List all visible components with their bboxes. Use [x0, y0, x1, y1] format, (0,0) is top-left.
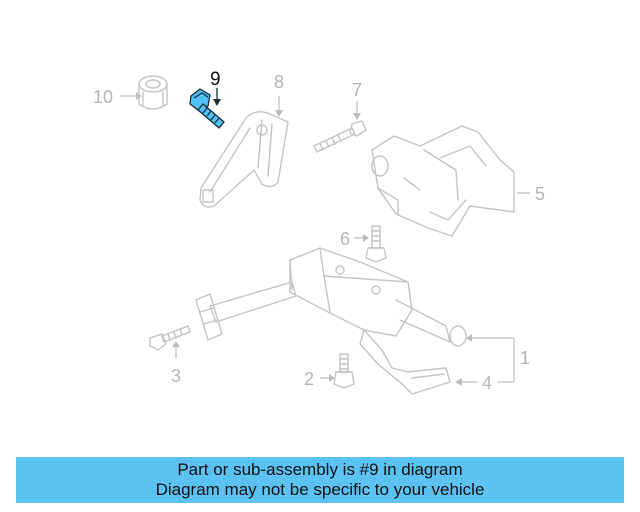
part-2-bolt — [333, 353, 355, 389]
part-10-grommet — [138, 75, 168, 110]
leader-4-arrow — [455, 378, 462, 386]
part-5-housing — [371, 125, 515, 237]
part-3-bolt — [149, 325, 191, 351]
callout-10: 10 — [93, 87, 113, 107]
part-6-bolt — [365, 225, 387, 263]
callout-1: 1 — [520, 348, 530, 368]
callout-4: 4 — [482, 373, 492, 393]
caption-banner: Part or sub-assembly is #9 in diagram Di… — [16, 457, 624, 503]
callout-9: 9 — [210, 69, 221, 90]
callout-3: 3 — [171, 366, 181, 386]
callout-8: 8 — [274, 72, 284, 92]
callout-2: 2 — [304, 369, 314, 389]
callout-5: 5 — [535, 184, 545, 204]
leader-1-arrow — [466, 334, 472, 342]
leader-9-arrow — [213, 99, 221, 106]
parts-diagram: 10 9 8 7 5 6 — [93, 69, 545, 395]
part-8-bracket — [199, 111, 289, 208]
leader-2-arrow — [329, 374, 335, 382]
leader-10-arrow — [136, 92, 142, 100]
callout-7: 7 — [352, 80, 362, 100]
callout-6: 6 — [340, 229, 350, 249]
part-7-bolt — [313, 120, 367, 153]
part-1-steering-column — [195, 247, 467, 395]
leader-7-arrow — [353, 113, 361, 120]
part-9-bolt — [189, 88, 225, 129]
caption-line-1: Part or sub-assembly is #9 in diagram — [177, 460, 463, 479]
leader-3-arrow — [172, 341, 180, 347]
caption-line-2: Diagram may not be specific to your vehi… — [155, 480, 485, 499]
leader-8-arrow — [275, 110, 283, 117]
leader-6-arrow — [363, 234, 369, 242]
